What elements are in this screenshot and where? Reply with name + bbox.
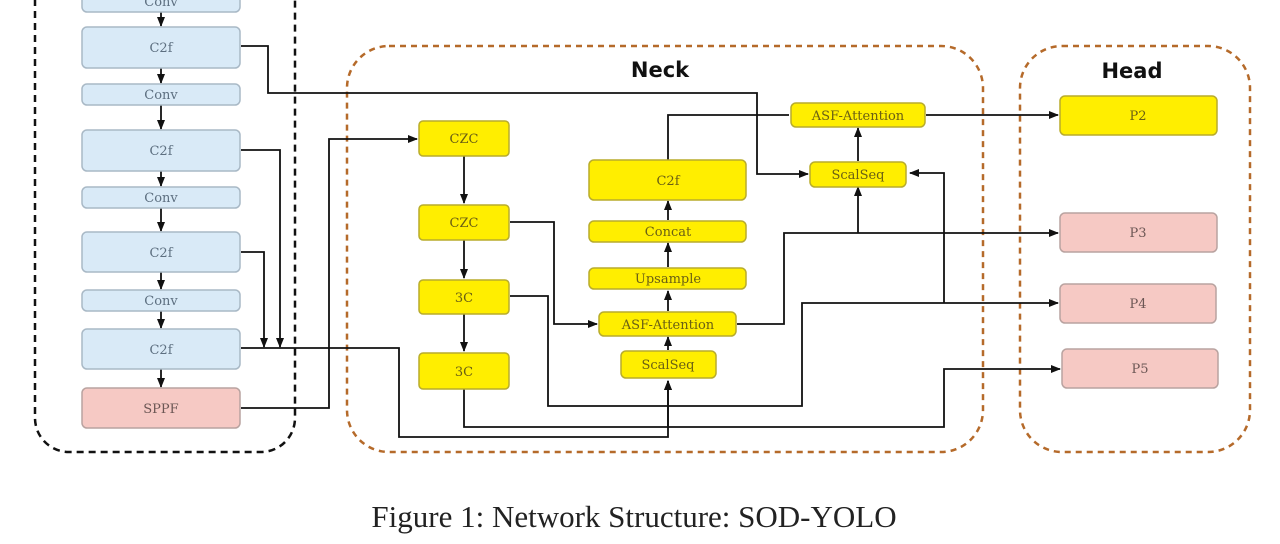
head-p2-label: P2	[1129, 109, 1146, 124]
neck-asf-attention-low	[598, 311, 737, 337]
backbone-c2f-2-label: C2f	[149, 144, 173, 159]
backbone-group-border	[33, 0, 297, 454]
neck-c2f	[588, 159, 747, 201]
edge-czc2-asf-low	[510, 221, 598, 328]
head-group-border	[1018, 44, 1252, 454]
backbone-c2f-4	[81, 328, 241, 370]
neck-3c-1	[418, 279, 510, 315]
backbone-c2f-3-label: C2f	[149, 246, 173, 261]
backbone-conv-3	[81, 289, 241, 312]
neck-concat-label: Concat	[645, 225, 692, 240]
backbone-conv-2-label: Conv	[144, 191, 178, 206]
backbone-c2f-1-label: C2f	[149, 41, 173, 56]
edge-c2f3-down	[241, 251, 268, 348]
head-p4-label: P4	[1129, 297, 1146, 312]
backbone-conv-1	[81, 83, 241, 106]
backbone-conv-top-label: Conv	[144, 0, 178, 10]
head-p5-label: P5	[1131, 362, 1148, 377]
neck-asf-attention-top-label: ASF-Attention	[811, 109, 905, 124]
backbone-c2f-3	[81, 231, 241, 273]
head-p2	[1059, 95, 1218, 136]
edge-p4-scalseq-top	[909, 169, 945, 303]
edge-asf-low-p3	[737, 229, 1059, 325]
edge-3c1-p4	[510, 295, 1059, 407]
backbone-conv-1-label: Conv	[144, 88, 178, 103]
edge-3c2-p5	[463, 365, 1061, 428]
neck-3c-2	[418, 352, 510, 390]
neck-czc-2-label: CZC	[450, 216, 479, 231]
neck-title: Neck	[631, 58, 690, 82]
neck-scalseq-low	[620, 350, 717, 379]
backbone-conv-top	[81, 0, 241, 13]
neck-3c-2-label: 3C	[455, 365, 473, 380]
backbone-c2f-1	[81, 26, 241, 69]
neck-scalseq-top-label: ScalSeq	[831, 168, 884, 183]
neck-upsample	[588, 267, 747, 290]
backbone-sppf	[81, 387, 241, 429]
head-p4	[1059, 283, 1217, 324]
backbone-conv-3-label: Conv	[144, 294, 178, 309]
neck-czc-2	[418, 204, 510, 241]
head-p5	[1061, 348, 1219, 389]
head-p3-label: P3	[1129, 226, 1146, 241]
edge-c2f-asf-top	[667, 114, 789, 160]
backbone-c2f-2	[81, 129, 241, 172]
head-p3	[1059, 212, 1218, 253]
neck-scalseq-low-label: ScalSeq	[641, 358, 694, 373]
figure-caption: Figure 1: Network Structure: SOD-YOLO	[371, 499, 896, 534]
neck-upsample-label: Upsample	[635, 272, 702, 287]
edge-c2f2-down	[241, 149, 284, 348]
neck-scalseq-top	[809, 161, 907, 188]
neck-asf-attention-top	[790, 102, 926, 128]
neck-czc-1-label: CZC	[450, 132, 479, 147]
neck-czc-1	[418, 120, 510, 157]
neck-3c-1-label: 3C	[455, 291, 473, 306]
neck-asf-attention-low-label: ASF-Attention	[621, 318, 715, 333]
edge-c2f1-scalseq-top	[241, 45, 809, 178]
backbone-sppf-label: SPPF	[143, 402, 178, 417]
backbone-c2f-4-label: C2f	[149, 343, 173, 358]
neck-c2f-label: C2f	[656, 174, 680, 189]
backbone-conv-2	[81, 186, 241, 209]
neck-concat	[588, 220, 747, 243]
head-title: Head	[1101, 59, 1162, 83]
edge-sppf-czc1	[241, 135, 418, 409]
neck-group-border	[345, 44, 985, 454]
